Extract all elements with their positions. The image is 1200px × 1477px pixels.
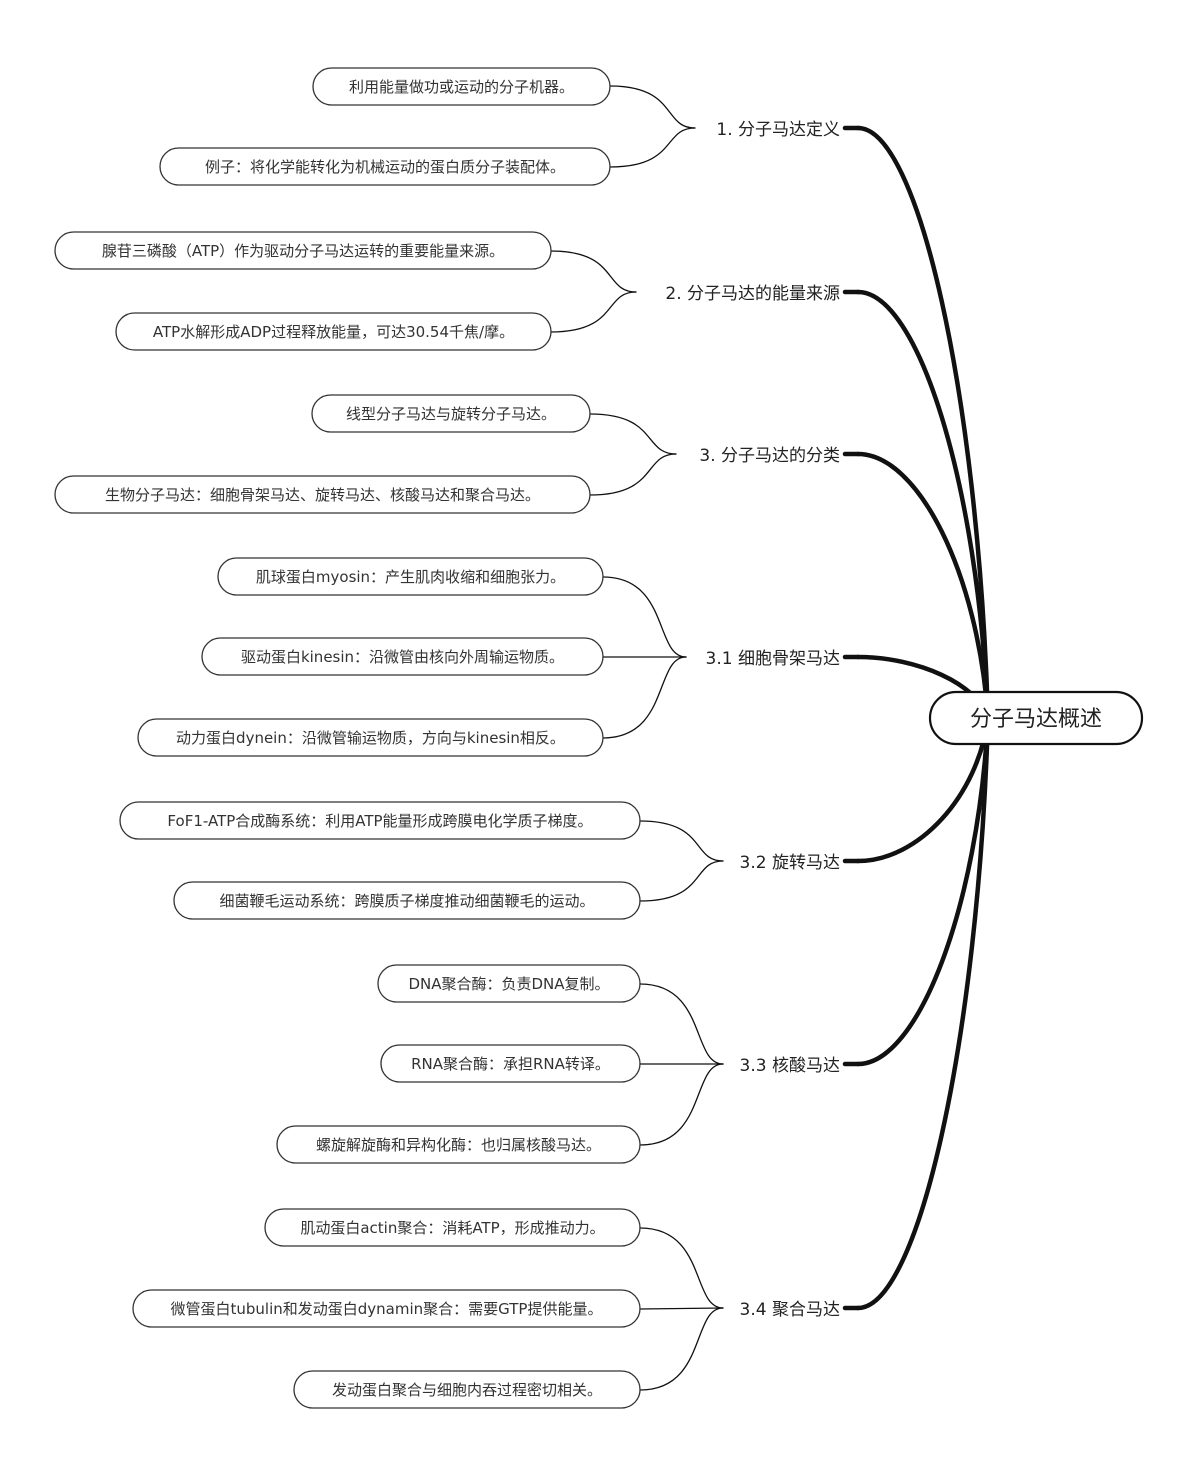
- leaf-34-3[interactable]: 发动蛋白聚合与细胞内吞过程密切相关。: [293, 1370, 641, 1409]
- branch-connector: [855, 289, 991, 721]
- leaf-border: [311, 394, 591, 433]
- leaf-label: DNA聚合酶：负责DNA复制。: [408, 975, 609, 993]
- leaf-connector: [609, 85, 696, 129]
- leaf-border: [293, 1370, 641, 1409]
- leaf-32-1[interactable]: FoF1-ATP合成酶系统：利用ATP能量形成跨膜电化学质子梯度。: [119, 801, 641, 840]
- leaf-border: [173, 881, 641, 920]
- leaf-2-2[interactable]: ATP水解形成ADP过程释放能量，可达30.54千焦/摩。: [115, 312, 552, 351]
- branch-label: 3.1 细胞骨架马达: [706, 649, 840, 669]
- branch-label: 3.4 聚合马达: [740, 1300, 840, 1320]
- connectors: [550, 85, 991, 1391]
- leaf-connector: [609, 127, 696, 168]
- branch-connector: [855, 715, 991, 1067]
- leaf-33-3[interactable]: 螺旋解旋酶和异构化酶：也归属核酸马达。: [276, 1125, 641, 1164]
- leaf-label: RNA聚合酶：承担RNA转译。: [411, 1055, 610, 1073]
- leaf-label: ATP水解形成ADP过程释放能量，可达30.54千焦/摩。: [153, 323, 514, 341]
- leaf-border: [201, 637, 604, 676]
- leaf-border: [377, 964, 641, 1003]
- branch-label: 3. 分子马达的分类: [699, 446, 840, 466]
- root-label: 分子马达概述: [970, 707, 1102, 732]
- leaf-label: 肌球蛋白myosin：产生肌肉收缩和细胞张力。: [256, 568, 565, 586]
- leaf-connector: [589, 453, 677, 496]
- leaf-label: 微管蛋白tubulin和发动蛋白dynamin聚合：需要GTP提供能量。: [171, 1300, 603, 1318]
- branch-3-2[interactable]: 3.2 旋转马达: [740, 853, 840, 873]
- leaf-border: [54, 475, 591, 514]
- leaf-2-1[interactable]: 腺苷三磷酸（ATP）作为驱动分子马达运转的重要能量来源。: [54, 231, 552, 270]
- branch-1[interactable]: 1. 分子马达定义: [716, 120, 840, 140]
- leaf-connector: [639, 1307, 724, 1391]
- leaf-label: 腺苷三磷酸（ATP）作为驱动分子马达运转的重要能量来源。: [102, 242, 504, 260]
- leaf-label: 生物分子马达：细胞骨架马达、旋转马达、核酸马达和聚合马达。: [105, 486, 540, 504]
- leaf-3-2[interactable]: 生物分子马达：细胞骨架马达、旋转马达、核酸马达和聚合马达。: [54, 475, 591, 514]
- branch-3-3[interactable]: 3.3 核酸马达: [740, 1056, 840, 1076]
- branch-label: 1. 分子马达定义: [716, 120, 840, 140]
- leaf-border: [119, 801, 641, 840]
- leaf-border: [159, 147, 611, 186]
- branch-3-1[interactable]: 3.1 细胞骨架马达: [706, 649, 840, 669]
- leaf-connector: [589, 413, 677, 455]
- leaf-connector: [639, 1063, 724, 1146]
- branch-label: 3.3 核酸马达: [740, 1056, 840, 1076]
- root-node[interactable]: 分子马达概述: [928, 690, 1144, 746]
- leaf-connector: [639, 983, 724, 1065]
- leaf-1-1[interactable]: 利用能量做功或运动的分子机器。: [312, 67, 611, 106]
- branch-3[interactable]: 3. 分子马达的分类: [699, 446, 840, 466]
- leaf-connector: [639, 860, 724, 902]
- leaf-34-1[interactable]: 肌动蛋白actin聚合：消耗ATP，形成推动力。: [264, 1208, 641, 1247]
- leaf-border: [54, 231, 552, 270]
- leaf-31-3[interactable]: 动力蛋白dynein：沿微管输运物质，方向与kinesin相反。: [137, 718, 604, 757]
- branch-connector: [855, 715, 991, 1311]
- branch-connector: [855, 451, 991, 721]
- leaf-border: [115, 312, 552, 351]
- leaf-label: FoF1-ATP合成酶系统：利用ATP能量形成跨膜电化学质子梯度。: [167, 812, 592, 830]
- leaf-connector: [602, 576, 687, 658]
- leaf-connector: [639, 820, 724, 862]
- leaf-label: 利用能量做功或运动的分子机器。: [349, 78, 574, 96]
- leaf-label: 线型分子马达与旋转分子马达。: [346, 405, 556, 423]
- leaf-label: 驱动蛋白kinesin：沿微管由核向外周输运物质。: [241, 648, 564, 666]
- branch-label: 3.2 旋转马达: [740, 853, 840, 873]
- leaf-connector: [639, 1227, 724, 1309]
- leaf-1-2[interactable]: 例子：将化学能转化为机械运动的蛋白质分子装配体。: [159, 147, 611, 186]
- branch-connector: [855, 125, 991, 721]
- leaf-label: 螺旋解旋酶和异构化酶：也归属核酸马达。: [316, 1136, 601, 1154]
- leaf-connector: [602, 656, 687, 739]
- leaf-connector: [550, 291, 637, 333]
- leaf-label: 肌动蛋白actin聚合：消耗ATP，形成推动力。: [300, 1219, 604, 1237]
- leaf-33-1[interactable]: DNA聚合酶：负责DNA复制。: [377, 964, 641, 1003]
- leaf-33-2[interactable]: RNA聚合酶：承担RNA转译。: [380, 1044, 641, 1083]
- leaf-border: [217, 557, 604, 596]
- leaf-border: [137, 718, 604, 757]
- leaf-connector: [550, 250, 637, 293]
- leaf-31-1[interactable]: 肌球蛋白myosin：产生肌肉收缩和细胞张力。: [217, 557, 604, 596]
- leaf-34-2[interactable]: 微管蛋白tubulin和发动蛋白dynamin聚合：需要GTP提供能量。: [132, 1289, 641, 1328]
- leaf-border: [132, 1289, 641, 1328]
- leaf-label: 例子：将化学能转化为机械运动的蛋白质分子装配体。: [205, 158, 565, 176]
- leaf-3-1[interactable]: 线型分子马达与旋转分子马达。: [311, 394, 591, 433]
- leaf-label: 动力蛋白dynein：沿微管输运物质，方向与kinesin相反。: [176, 729, 565, 747]
- branch-2[interactable]: 2. 分子马达的能量来源: [665, 284, 840, 304]
- leaf-border: [312, 67, 611, 106]
- leaf-connector: [639, 1307, 724, 1310]
- branch-connector: [855, 715, 991, 864]
- branch-label: 2. 分子马达的能量来源: [665, 284, 840, 304]
- leaf-border: [276, 1125, 641, 1164]
- branch-3-4[interactable]: 3.4 聚合马达: [740, 1300, 840, 1320]
- root-border: [928, 690, 1144, 746]
- leaf-32-2[interactable]: 细菌鞭毛运动系统：跨膜质子梯度推动细菌鞭毛的运动。: [173, 881, 641, 920]
- leaf-label: 发动蛋白聚合与细胞内吞过程密切相关。: [332, 1381, 602, 1399]
- leaf-31-2[interactable]: 驱动蛋白kinesin：沿微管由核向外周输运物质。: [201, 637, 604, 676]
- leaf-label: 细菌鞭毛运动系统：跨膜质子梯度推动细菌鞭毛的运动。: [219, 892, 594, 910]
- leaf-border: [264, 1208, 641, 1247]
- leaf-border: [380, 1044, 641, 1083]
